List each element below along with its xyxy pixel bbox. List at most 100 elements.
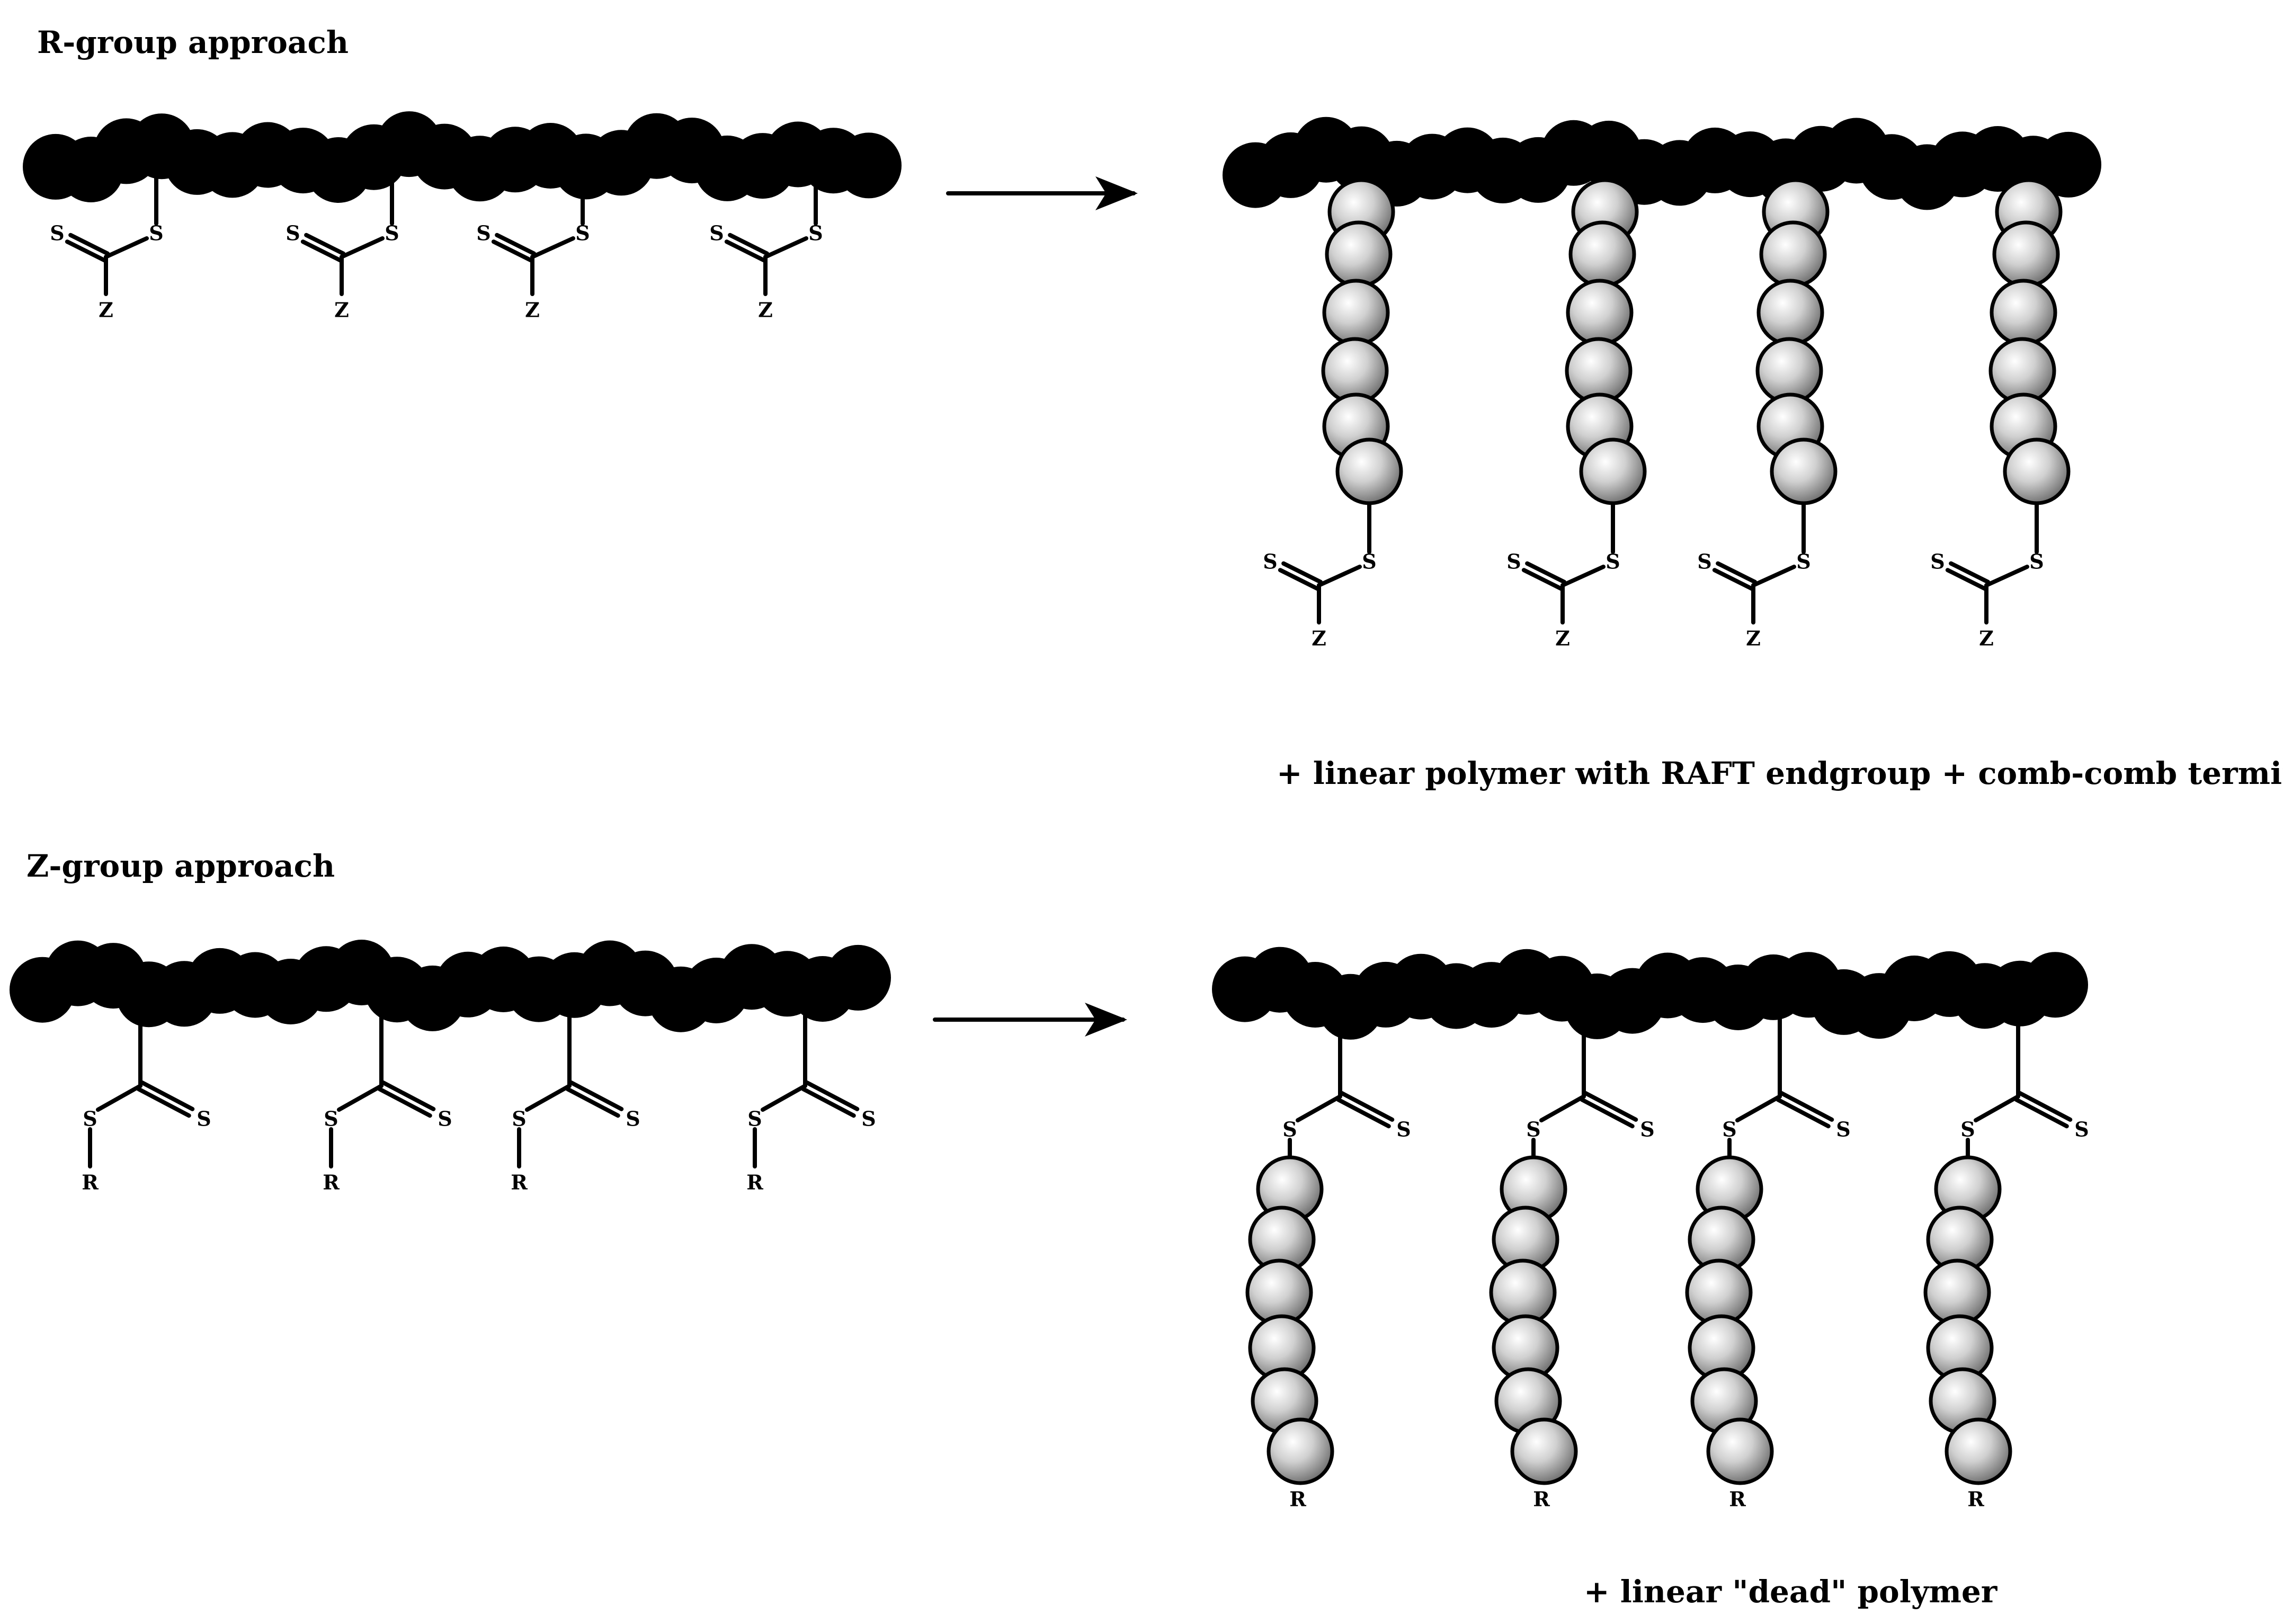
r-product-raft-end-3-thione-atom: S: [1697, 550, 1711, 574]
z-reactant-raft-group-3-bond: [525, 1084, 572, 1112]
graft-bead: [1322, 279, 1390, 346]
z-product-r-end-3: R: [1729, 1487, 1746, 1511]
z-product-backbone: [1212, 947, 2088, 1040]
z-product-raft-group-2-thione-atom: S: [1640, 1118, 1654, 1141]
backbone-bead: [836, 132, 902, 199]
z-reactant-raft-group-3-r-atom: R: [511, 1171, 528, 1194]
graft-bead: [1510, 1417, 1578, 1485]
graft-bead: [1992, 220, 2060, 288]
z-product-raft-group-1-double-bond: [1336, 1097, 1391, 1129]
r-product-raft-end-4-s-atom: S: [2029, 550, 2044, 574]
r-reactant-raft-group-3-thione-atom: S: [476, 221, 491, 245]
r-product-raft-end-2-s-atom: S: [1606, 550, 1620, 574]
r-product-raft-end-2-z-atom: Z: [1555, 627, 1570, 650]
z-reactant-raft-group-2-bond: [337, 1084, 384, 1112]
z-product-r-end-1: R: [1289, 1487, 1306, 1511]
z-reactant-raft-group-3-thione-atom: S: [626, 1107, 640, 1131]
r-product-raft-end-2-double-bond: [1521, 568, 1563, 591]
r-product-raft-end-1-s-atom: S: [1362, 550, 1376, 574]
r-reactant-raft-group-2-z-atom: Z: [334, 298, 349, 322]
r-product-raft-end-3-double-bond: [1712, 568, 1754, 591]
r-reactant-raft-group-2-double-bond: [300, 239, 342, 263]
z-reactant-raft-group-1-r-atom: R: [82, 1171, 99, 1194]
z-reactant-raft-group-1-bond: [96, 1084, 142, 1112]
r-reactant-raft-group-2-thione-atom: S: [286, 221, 300, 245]
r-product-raft-end-4-z-atom: Z: [1979, 627, 1994, 650]
z-product-raft-group-1-thione-atom: S: [1396, 1118, 1411, 1141]
z-product-raft-group-4-double-bond: [2014, 1097, 2069, 1129]
r-product-graft-chain-2: [1565, 178, 1647, 505]
graft-bead: [1566, 279, 1634, 346]
r-product-raft-end-4-bond: [1984, 565, 2029, 587]
z-reactant-raft-group-1-double-bond: [136, 1087, 191, 1118]
graft-bead: [1325, 220, 1393, 288]
z-product-raft-group-3-s-atom: S: [1722, 1118, 1736, 1141]
z-reactant-raft-group-2-thione-atom: S: [438, 1107, 452, 1131]
bond-layer: [65, 173, 2073, 1190]
z-reactant-raft-group-1-s-atom: S: [83, 1107, 97, 1131]
r-reactant-raft-group-3-z-atom: Z: [525, 298, 540, 322]
r-reactant-raft-group-3-bond: [530, 236, 575, 259]
r-product-raft-end-1-thione-atom: S: [1263, 550, 1277, 574]
r-reactant-raft-group-4-z-atom: Z: [758, 298, 773, 322]
z-product-raft-group-4-double-bond: [2018, 1091, 2073, 1122]
z-product-raft-group-2-s-atom: S: [1526, 1118, 1540, 1141]
z-reactant-raft-group-1-thione-atom: S: [197, 1107, 211, 1131]
r-product-graft-chain-3: [1755, 178, 1838, 505]
r-product-raft-end-2-bond: [1560, 565, 1606, 587]
z-reactant-raft-group-2-double-bond: [377, 1087, 432, 1118]
r-reactant-raft-group-2-double-bond: [304, 233, 346, 256]
z-reactant-raft-group-3-s-atom: S: [512, 1107, 526, 1131]
z-reactant-raft-group-3-double-bond: [569, 1080, 624, 1111]
z-product-raft-group-3-bond: [1735, 1094, 1782, 1122]
z-product-raft-group-1-double-bond: [1340, 1091, 1395, 1122]
z-reactant-raft-group-4-r-atom: R: [746, 1171, 763, 1194]
atom-label-layer: SSZSSZSSZSSZSSZSSZSSZSSZSSRSSRSSRSSRSSRS…: [50, 221, 2089, 1511]
r-reactant-raft-group-3-s-atom: S: [575, 221, 590, 245]
z-product-raft-group-4-thione-atom: S: [2074, 1118, 2089, 1141]
z-product-r-end-4: R: [1967, 1487, 1984, 1511]
r-product-raft-end-4-double-bond: [1949, 561, 1991, 584]
z-product-graft-chain-4: [1923, 1155, 2012, 1485]
r-product-raft-end-2-thione-atom: S: [1506, 550, 1521, 574]
z-product-graft-chain-3: [1685, 1155, 1774, 1485]
graft-bead-layer: [1245, 178, 2071, 1485]
graft-bead: [1267, 1417, 1334, 1485]
z-reactant-raft-group-4-double-bond: [805, 1080, 860, 1111]
r-product-raft-end-3-s-atom: S: [1796, 550, 1811, 574]
z-product-raft-group-4-s-atom: S: [1960, 1118, 1975, 1141]
r-product-raft-end-1-double-bond: [1278, 568, 1319, 591]
r-product-raft-end-1-double-bond: [1281, 561, 1323, 584]
r-reactant-raft-group-4-thione-atom: S: [709, 221, 724, 245]
r-product-raft-end-3-bond: [1751, 565, 1796, 587]
r-reactant-raft-group-1-double-bond: [68, 233, 110, 256]
r-reactant-raft-group-3-double-bond: [491, 239, 533, 263]
r-product-graft-chain-4: [1988, 178, 2071, 505]
r-reactant-raft-group-1-bond: [104, 236, 149, 259]
z-product-raft-group-3-thione-atom: S: [1836, 1118, 1850, 1141]
graft-bead: [1568, 220, 1636, 288]
r-group-heading: R-group approach: [37, 24, 349, 60]
r-product-raft-end-3-double-bond: [1716, 561, 1758, 584]
r-reactant-raft-group-3-double-bond: [495, 233, 537, 256]
z-product-graft-chain-1: [1245, 1155, 1334, 1485]
r-reactant-backbone: [23, 111, 902, 203]
backbone-bead: [825, 944, 891, 1011]
r-product-raft-end-3-z-atom: Z: [1746, 627, 1761, 650]
backbone-layer: [10, 111, 2101, 1040]
z-product-raft-group-1-bond: [1296, 1094, 1342, 1122]
z-group-product-caption: + linear "dead" polymer: [1584, 1574, 1998, 1610]
z-product-raft-group-2-double-bond: [1583, 1091, 1638, 1122]
r-reactant-raft-group-1-thione-atom: S: [50, 221, 64, 245]
graft-bead: [1759, 220, 1827, 288]
r-reactant-raft-group-4-double-bond: [724, 239, 766, 263]
r-product-graft-chain-1: [1321, 178, 1403, 505]
z-reactant-raft-group-2-r-atom: R: [323, 1171, 340, 1194]
z-product-r-end-2: R: [1533, 1487, 1550, 1511]
z-reactant-raft-group-4-thione-atom: S: [861, 1107, 876, 1131]
r-reactant-raft-group-1-z-atom: Z: [99, 298, 113, 322]
r-reactant-raft-group-1-s-atom: S: [149, 221, 163, 245]
r-reactant-raft-group-4-s-atom: S: [808, 221, 823, 245]
r-group-product-caption: + linear polymer with RAFT endgroup + co…: [1277, 755, 2283, 791]
